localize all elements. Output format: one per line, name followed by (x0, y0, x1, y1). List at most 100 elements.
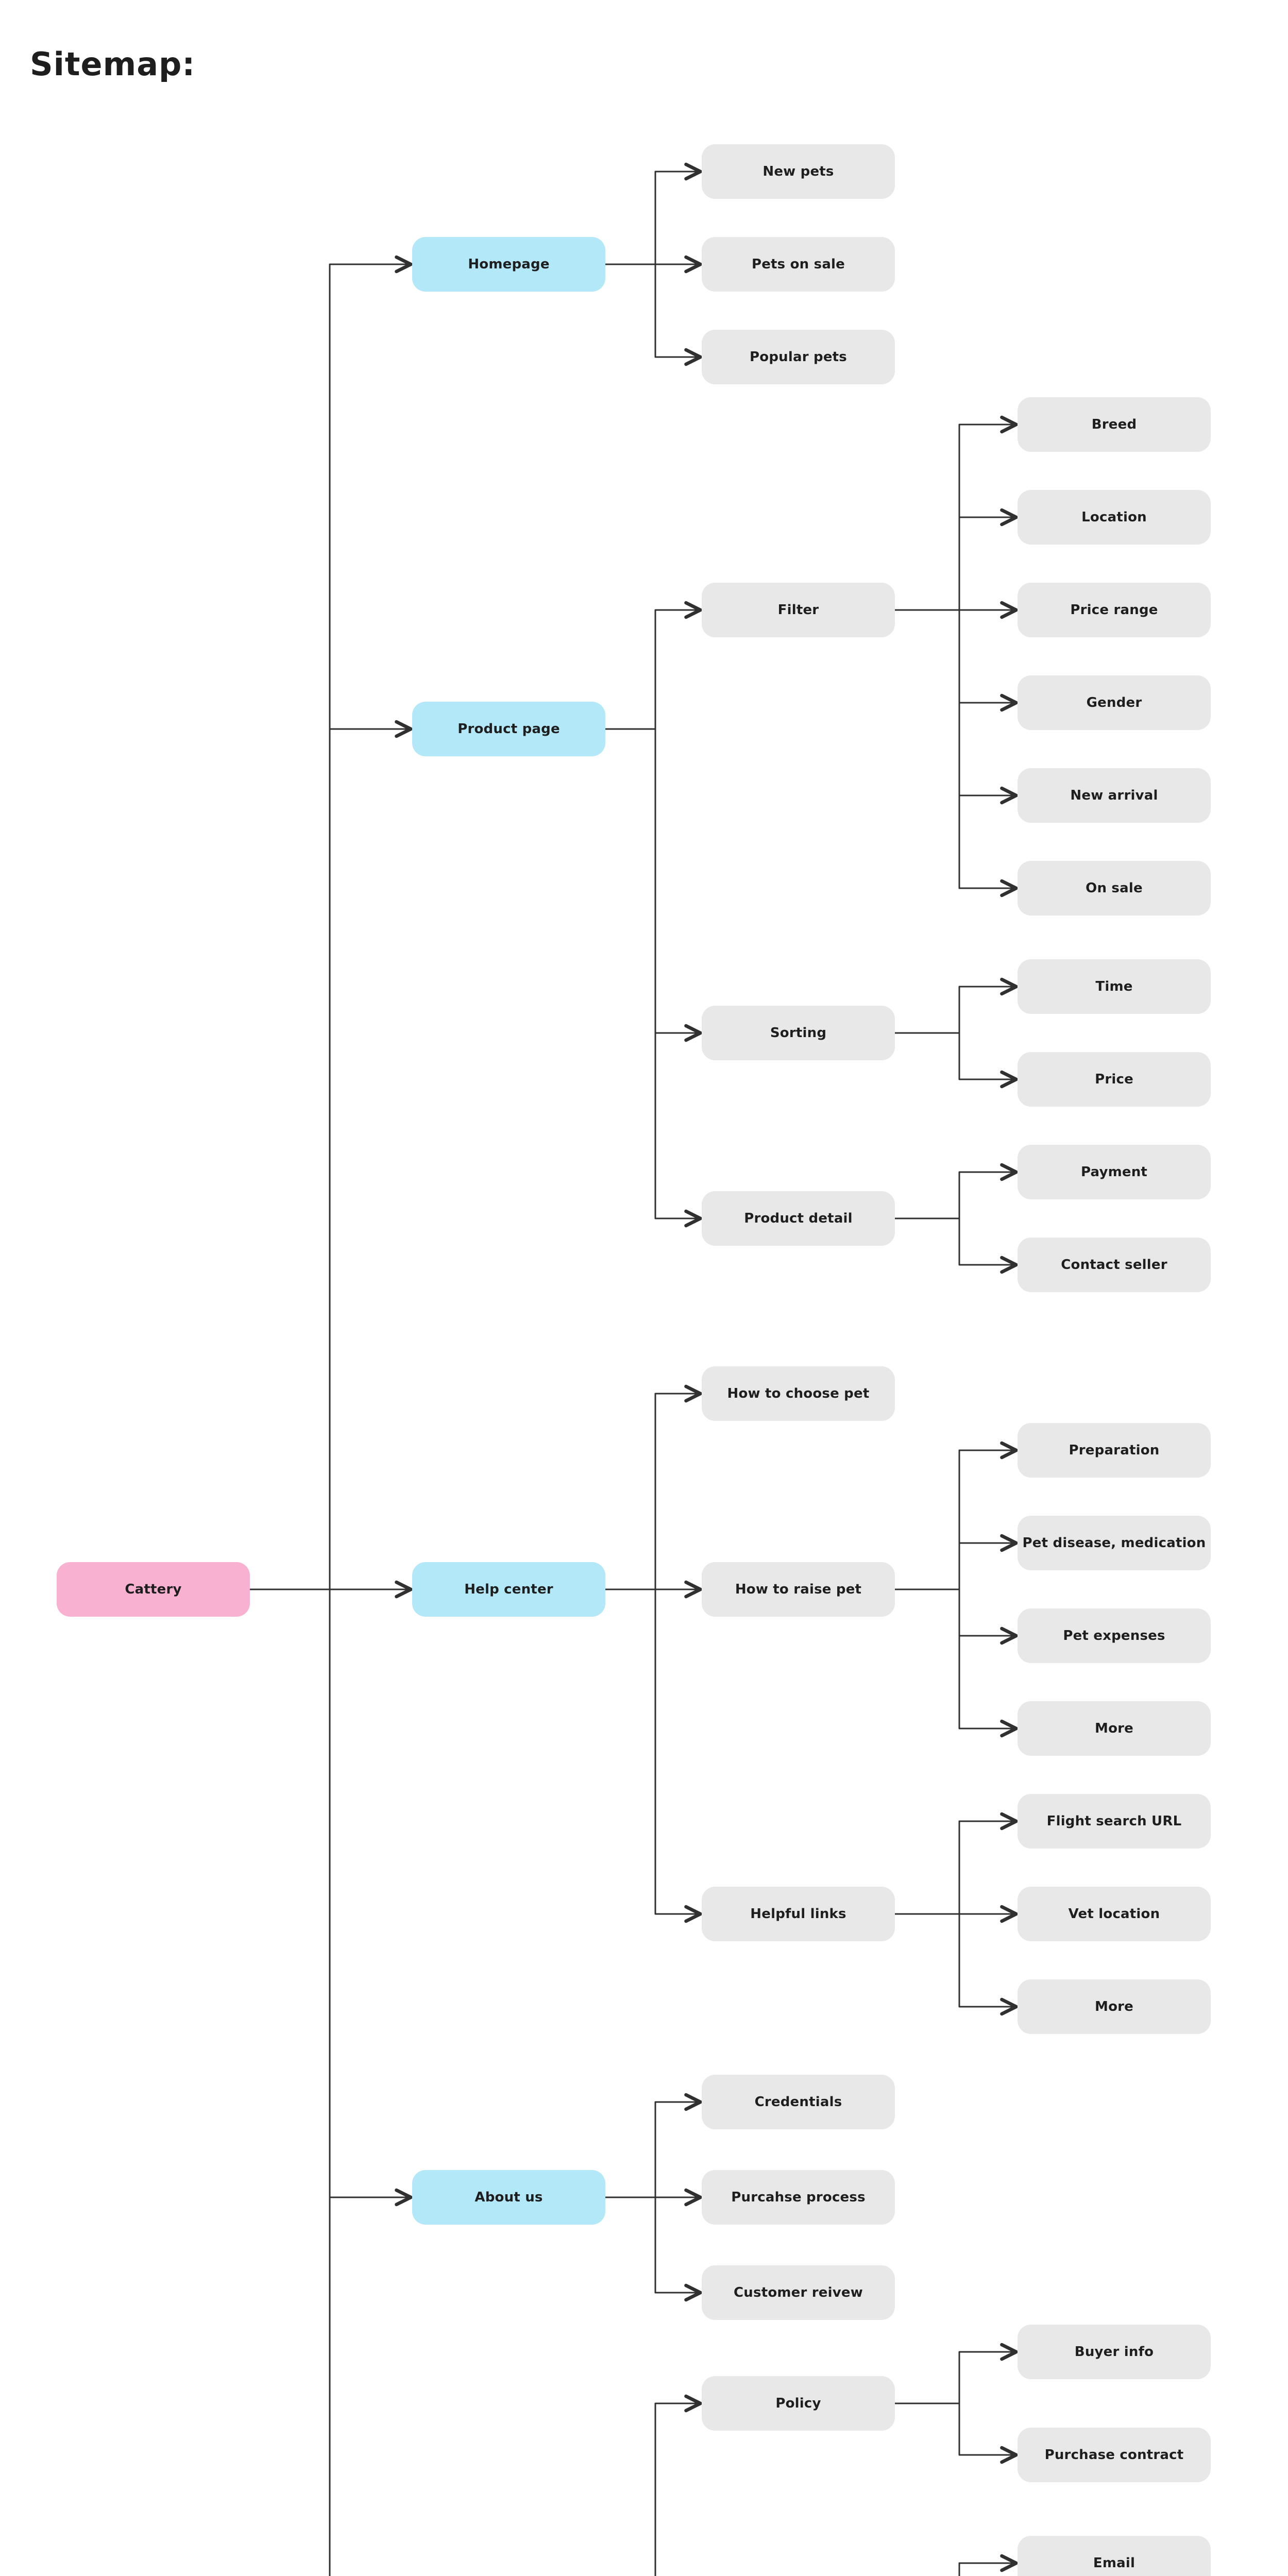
node-label: Pets on sale (751, 257, 845, 272)
node-purchase-contract[interactable]: Purchase contract (1018, 2428, 1211, 2482)
connector-homepage-new-pets (605, 162, 702, 265)
connector-sorting-time (895, 977, 1018, 1034)
connector-filter-on-sale (895, 609, 1018, 897)
node-new-pets[interactable]: New pets (702, 144, 895, 199)
node-product-detail[interactable]: Product detail (702, 1191, 895, 1246)
node-label: More (1095, 1721, 1133, 1736)
node-product-page[interactable]: Product page (412, 702, 605, 756)
node-label: How to raise pet (735, 1582, 862, 1597)
node-label: Payment (1080, 1164, 1148, 1180)
node-label: Buyer info (1074, 2344, 1154, 2360)
node-policy[interactable]: Policy (702, 2376, 895, 2431)
node-label: Homepage (468, 257, 550, 272)
node-label: Preparation (1069, 1443, 1160, 1458)
node-how-to-raise-pet[interactable]: How to raise pet (702, 1562, 895, 1617)
node-label: Sorting (770, 1025, 827, 1041)
node-customer-review[interactable]: Customer reivew (702, 2265, 895, 2320)
node-pet-expenses[interactable]: Pet expenses (1018, 1608, 1211, 1663)
node-label: Flight search URL (1046, 1814, 1182, 1829)
connector-homepage-popular-pets (605, 263, 702, 366)
connector-help-center-helpful-links (605, 1588, 702, 1923)
node-label: Purchase contract (1044, 2447, 1184, 2463)
node-label: More (1095, 1999, 1133, 2014)
connector-how-to-raise-pet-preparation (895, 1441, 1018, 1590)
connector-about-us-credentials (605, 2093, 702, 2198)
connector-policy-buyer-info (895, 2343, 1018, 2404)
node-label: About us (474, 2190, 543, 2205)
connector-filter-location (895, 508, 1018, 611)
node-label: How to choose pet (727, 1386, 870, 1401)
node-more-raise[interactable]: More (1018, 1701, 1211, 1756)
connector-how-to-raise-pet-pet-expenses (895, 1588, 1018, 1645)
node-price-range[interactable]: Price range (1018, 583, 1211, 637)
node-buyer-info[interactable]: Buyer info (1018, 2325, 1211, 2379)
node-preparation[interactable]: Preparation (1018, 1423, 1211, 1478)
node-label: On sale (1086, 880, 1143, 896)
node-helpful-links[interactable]: Helpful links (702, 1887, 895, 1941)
node-label: Price range (1070, 602, 1158, 618)
node-popular-pets[interactable]: Popular pets (702, 330, 895, 384)
node-label: Email (1093, 2555, 1136, 2571)
node-new-arrival[interactable]: New arrival (1018, 768, 1211, 823)
node-label: Pet expenses (1063, 1628, 1165, 1643)
node-pets-on-sale[interactable]: Pets on sale (702, 237, 895, 292)
connector-product-page-sorting (605, 728, 702, 1042)
connector-product-page-filter (605, 601, 702, 730)
connector-product-detail-payment (895, 1163, 1018, 1219)
node-location[interactable]: Location (1018, 490, 1211, 545)
node-label: Gender (1086, 695, 1142, 710)
node-label: New pets (762, 164, 834, 179)
node-label: Filter (777, 602, 819, 618)
node-contact-seller[interactable]: Contact seller (1018, 1238, 1211, 1292)
node-cattery[interactable]: Cattery (57, 1562, 250, 1617)
node-label: Policy (775, 2396, 821, 2411)
node-label: Time (1095, 979, 1133, 994)
node-label: Product detail (744, 1211, 853, 1226)
node-purchase-process[interactable]: Purcahse process (702, 2170, 895, 2225)
node-sorting[interactable]: Sorting (702, 1006, 895, 1060)
connector-contact-us-email (958, 2554, 1018, 2576)
connector-help-center-how-to-choose-pet (605, 1384, 702, 1590)
node-how-to-choose-pet[interactable]: How to choose pet (702, 1366, 895, 1421)
connector-how-to-raise-pet-more-raise (895, 1588, 1018, 1738)
node-label: Breed (1091, 417, 1137, 432)
node-label: Helpful links (750, 1906, 846, 1922)
node-on-sale[interactable]: On sale (1018, 861, 1211, 916)
node-label: Cattery (125, 1582, 182, 1597)
node-price[interactable]: Price (1018, 1052, 1211, 1107)
node-more-links[interactable]: More (1018, 1979, 1211, 2034)
node-label: Popular pets (750, 349, 847, 365)
connector-footer-policy (654, 2394, 702, 2576)
node-gender[interactable]: Gender (1018, 675, 1211, 730)
node-label: Contact seller (1061, 1257, 1167, 1273)
connector-helpful-links-more-links (895, 1913, 1018, 2016)
page-title: Sitemap: (30, 45, 196, 83)
node-label: Purcahse process (731, 2190, 866, 2205)
node-label: Credentials (754, 2094, 842, 2110)
node-homepage[interactable]: Homepage (412, 237, 605, 292)
connector-product-detail-contact-seller (895, 1217, 1018, 1274)
node-label: Pet disease, medication (1022, 1535, 1206, 1551)
node-label: Customer reivew (734, 2285, 863, 2300)
node-vet-location[interactable]: Vet location (1018, 1887, 1211, 1941)
node-credentials[interactable]: Credentials (702, 2075, 895, 2129)
node-filter[interactable]: Filter (702, 583, 895, 637)
node-payment[interactable]: Payment (1018, 1145, 1211, 1199)
connector-how-to-raise-pet-pet-disease-medication (895, 1534, 1018, 1590)
node-label: Vet location (1068, 1906, 1160, 1922)
node-about-us[interactable]: About us (412, 2170, 605, 2225)
connector-about-us-customer-review (605, 2196, 702, 2302)
node-email[interactable]: Email (1018, 2536, 1211, 2576)
node-label: Location (1081, 510, 1147, 525)
connector-helpful-links-flight-search-url (895, 1812, 1018, 1915)
node-pet-disease-medication[interactable]: Pet disease, medication (1018, 1516, 1211, 1570)
node-breed[interactable]: Breed (1018, 397, 1211, 452)
node-label: Price (1095, 1072, 1133, 1087)
node-help-center[interactable]: Help center (412, 1562, 605, 1617)
node-label: New arrival (1070, 788, 1158, 803)
node-flight-search-url[interactable]: Flight search URL (1018, 1794, 1211, 1849)
connector-cattery-footer (250, 1588, 331, 2576)
node-time[interactable]: Time (1018, 959, 1211, 1014)
node-label: Product page (457, 721, 560, 737)
